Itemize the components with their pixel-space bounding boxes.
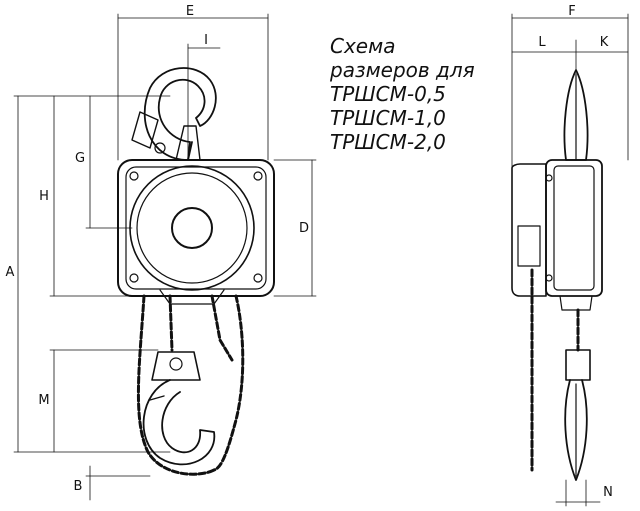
dim-label-b: B (74, 479, 83, 494)
dim-label-d: D (299, 221, 309, 236)
bottom-hook (142, 351, 216, 466)
dimension-letters: E I G H A D M B F L K N (6, 4, 613, 500)
hand-chain-left (136, 294, 216, 476)
caption-line-3: ТРШСМ-0,5 (330, 82, 446, 106)
hoist-body (117, 159, 275, 305)
caption-line-2: размеров для (330, 58, 475, 82)
diagram-caption: Схема размеров для ТРШСМ-0,5 ТРШСМ-1,0 Т… (330, 34, 630, 154)
side-body (511, 159, 603, 311)
hand-chain-right (212, 294, 245, 472)
side-view (511, 69, 603, 481)
dim-label-g: G (75, 151, 85, 166)
top-hook (131, 67, 217, 161)
dim-label-i: I (204, 33, 208, 48)
dim-label-f: F (568, 4, 575, 19)
side-bottom-hook (564, 349, 591, 481)
dim-label-n: N (603, 485, 613, 500)
front-view (117, 67, 275, 476)
dim-label-k: K (600, 35, 609, 50)
dim-label-a: A (6, 265, 15, 280)
load-chain (168, 294, 234, 362)
dim-label-m: M (38, 393, 49, 408)
caption-line-4: ТРШСМ-1,0 (330, 106, 446, 130)
caption-line-1: Схема (330, 34, 396, 58)
side-chains (530, 268, 580, 472)
caption-line-5: ТРШСМ-2,0 (330, 130, 446, 154)
dimension-lines (13, 13, 629, 507)
dim-label-l: L (538, 35, 546, 50)
dim-label-h: H (39, 189, 49, 204)
dim-label-e: E (186, 4, 194, 19)
